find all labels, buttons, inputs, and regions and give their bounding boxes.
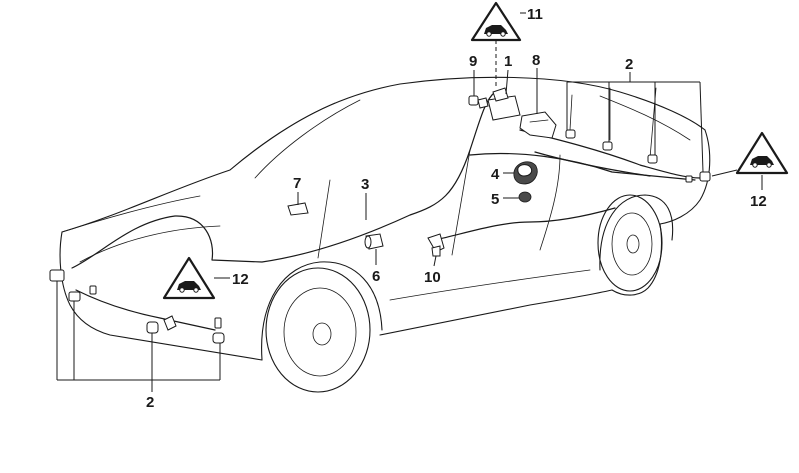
control-unit	[477, 87, 521, 121]
callout-4: 4	[491, 166, 500, 183]
bracket	[519, 111, 557, 139]
holder-7	[287, 202, 309, 216]
warning-triangle-icon-left	[162, 256, 216, 300]
grommet	[518, 191, 532, 203]
callout-1: 1	[504, 53, 512, 70]
callout-11: 11	[527, 6, 543, 23]
callout-12-left: 12	[232, 271, 249, 288]
vehicle-symbol-icon	[484, 25, 508, 37]
callout-12-right: 12	[750, 193, 767, 210]
callout-3: 3	[361, 176, 369, 193]
rear-sensors	[565, 129, 711, 183]
leader-lines	[56, 12, 763, 392]
callout-5: 5	[491, 191, 499, 208]
callout-2-top: 2	[625, 56, 633, 73]
callout-7: 7	[293, 175, 301, 192]
callout-labels: 11 9 1 8 2 7 3 4 5 12 6 10 12 2	[146, 6, 767, 411]
car-body	[59, 76, 711, 393]
callout-9: 9	[469, 53, 477, 70]
warning-triangle-icon-top	[470, 1, 522, 42]
callout-8: 8	[532, 52, 540, 69]
callout-6: 6	[372, 268, 380, 285]
callout-10: 10	[424, 269, 441, 286]
connector-6	[364, 233, 384, 250]
warning-triangle-icon-right	[735, 131, 789, 175]
buzzer	[513, 161, 538, 185]
connector-10	[427, 233, 445, 257]
callout-2-bottom: 2	[146, 394, 154, 411]
clip-9	[468, 95, 479, 106]
